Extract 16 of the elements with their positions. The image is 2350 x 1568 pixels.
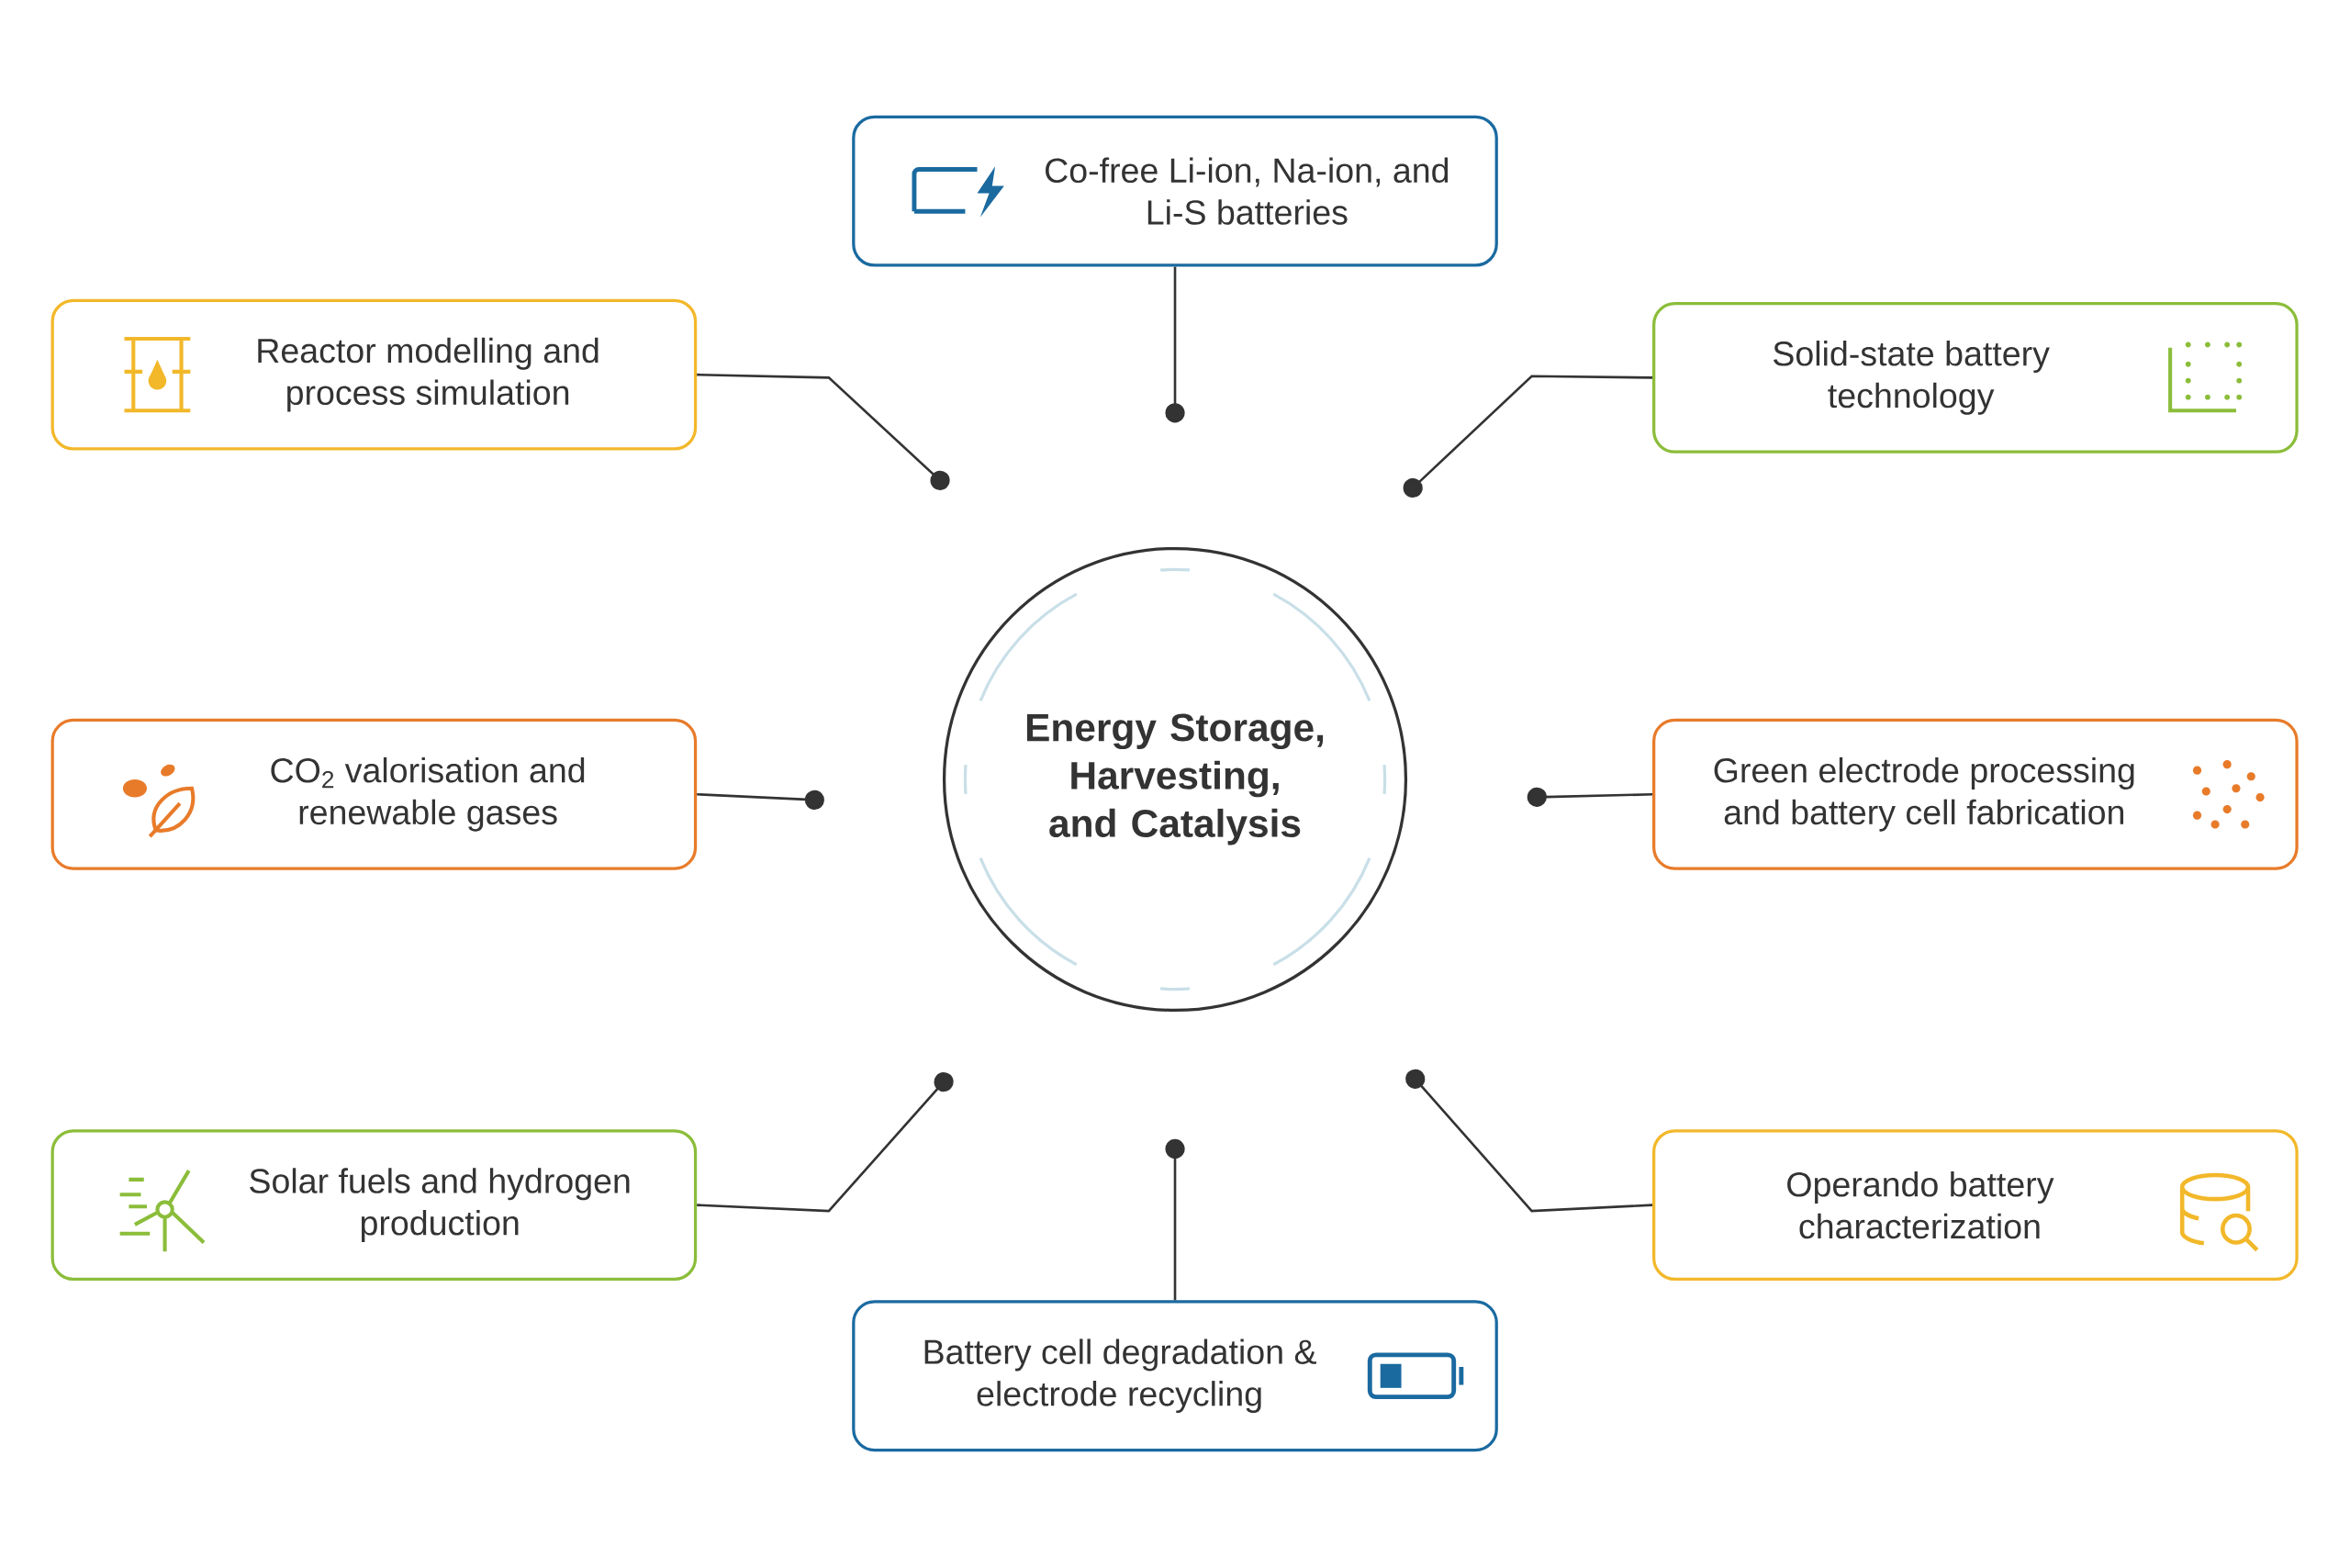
topic-box: CO$_{2}$ valorisation and renewable gases (50, 718, 698, 870)
topic-box: Solar fuels and hydrogen production (50, 1129, 698, 1282)
topic-box: Co-free Li-ion, Na-ion, and Li-S batteries (852, 115, 1498, 267)
topic-box: Solid-state battery technology (1652, 302, 2299, 454)
connector-line (697, 1072, 954, 1213)
topic-box: Operando battery characterization (1652, 1129, 2299, 1282)
connector-line (1165, 1138, 1185, 1301)
connector-line (1403, 375, 1653, 498)
connector-line (1527, 787, 1653, 808)
connector-line (1405, 1069, 1653, 1213)
connector-line (697, 790, 824, 811)
topic-box: Green electrode processing and battery cell fabrication (1652, 718, 2299, 870)
topic-box: Battery cell degradation & electrode recycling (852, 1300, 1498, 1452)
topic-box: Reactor modelling and process simulation (50, 298, 698, 451)
connector-line (697, 373, 950, 491)
connector-line (1165, 266, 1185, 423)
